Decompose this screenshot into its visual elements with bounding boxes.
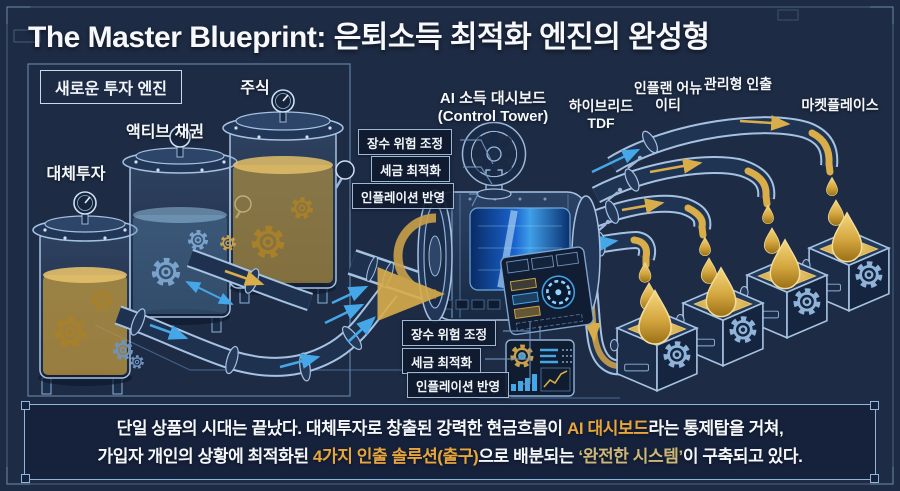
output-label-inplan-annuity: 인플랜 어뉴이티 xyxy=(633,80,703,113)
tag-inflation-bottom: 인플레이션 반영 xyxy=(407,372,509,398)
engine xyxy=(377,121,601,336)
flow-arrow xyxy=(331,285,369,305)
corner-handle xyxy=(870,474,879,483)
corner-handle xyxy=(21,474,30,483)
tank-label-stocks: 주식 xyxy=(240,80,270,97)
valve-wheel-icon xyxy=(461,121,527,200)
footer-box: 단일 상품의 시대는 끝났다. 대체투자로 창출된 강력한 현금흐름이 AI 대… xyxy=(21,401,879,483)
tank-stocks xyxy=(222,89,355,304)
flow-arrow xyxy=(224,269,265,286)
flow-arrow xyxy=(279,353,321,369)
tank-alternative-investments xyxy=(32,191,138,395)
control-tower-subtitle: (Control Tower) xyxy=(437,108,549,125)
tag-inflation-top: 인플레이션 반영 xyxy=(352,183,454,209)
output-label-marketplace: 마켓플레이스 xyxy=(801,97,879,113)
footer-line-2: 가입자 개인의 상황에 최적화된 4가지 인출 솔루션(출구)으로 배분되는 ‘… xyxy=(97,447,803,466)
flow-arrow xyxy=(621,198,665,214)
highlight-ai-dashboard: AI 대시보드 xyxy=(567,419,649,438)
tank-active-bonds xyxy=(122,126,252,333)
frame xyxy=(6,6,894,485)
flow-arrow xyxy=(649,158,703,174)
output-label-hybrid-tdf: 하이브리드 TDF xyxy=(568,98,634,131)
double-arrow xyxy=(185,281,234,305)
tank-label-alternative-investments: 대체투자 xyxy=(46,166,106,183)
tag-tax-optimization-top: 세금 최적화 xyxy=(371,156,450,182)
input-section-label: 새로운 투자 엔진 xyxy=(40,70,182,104)
engine-control-panel xyxy=(500,246,594,336)
page-title: The Master Blueprint: 은퇴소득 최적화 엔진의 완성형 xyxy=(28,21,710,54)
line-chart-icon xyxy=(540,367,571,392)
tag-tax-optimization-bottom: 세금 최적화 xyxy=(402,348,481,374)
flow-arrow xyxy=(591,148,641,174)
control-tower-title: AI 소득 대시보드 xyxy=(439,90,547,107)
tank-label-active-bonds: 액티브 채권 xyxy=(125,124,205,141)
tag-longevity-risk-bottom: 장수 위험 조정 xyxy=(402,320,496,346)
pressure-gauge-icon xyxy=(73,191,97,215)
label-connectors xyxy=(460,139,541,385)
flow-arrow xyxy=(324,303,365,325)
flow-arrow xyxy=(347,316,376,343)
highlight-four-solutions: 4가지 인출 솔루션(출구) xyxy=(312,447,479,466)
output-label-managed-payout: 관리형 인출 xyxy=(703,76,773,92)
tag-longevity-risk-top: 장수 위험 조정 xyxy=(358,129,452,155)
pressure-gauge-icon xyxy=(271,89,295,113)
input-pipes xyxy=(115,235,398,382)
control-tower-label: AI 소득 대시보드 (Control Tower) xyxy=(418,90,568,126)
input-section-box xyxy=(27,63,351,397)
pressure-gauge-icon xyxy=(335,160,355,180)
corner-handle xyxy=(870,401,879,410)
flow-arrow xyxy=(149,323,189,340)
corner-handle xyxy=(21,401,30,410)
highlight-complete-system: ‘완전한 시스템’ xyxy=(578,447,683,466)
pressure-gauge-icon xyxy=(169,126,191,148)
footer-text: 단일 상품의 시대는 끝났다. 대체투자로 창출된 강력한 현금흐름이 AI 대… xyxy=(33,415,867,471)
footer-line-1: 단일 상품의 시대는 끝났다. 대체투자로 창출된 강력한 현금흐름이 AI 대… xyxy=(116,419,784,438)
flow-arrow xyxy=(739,115,791,131)
